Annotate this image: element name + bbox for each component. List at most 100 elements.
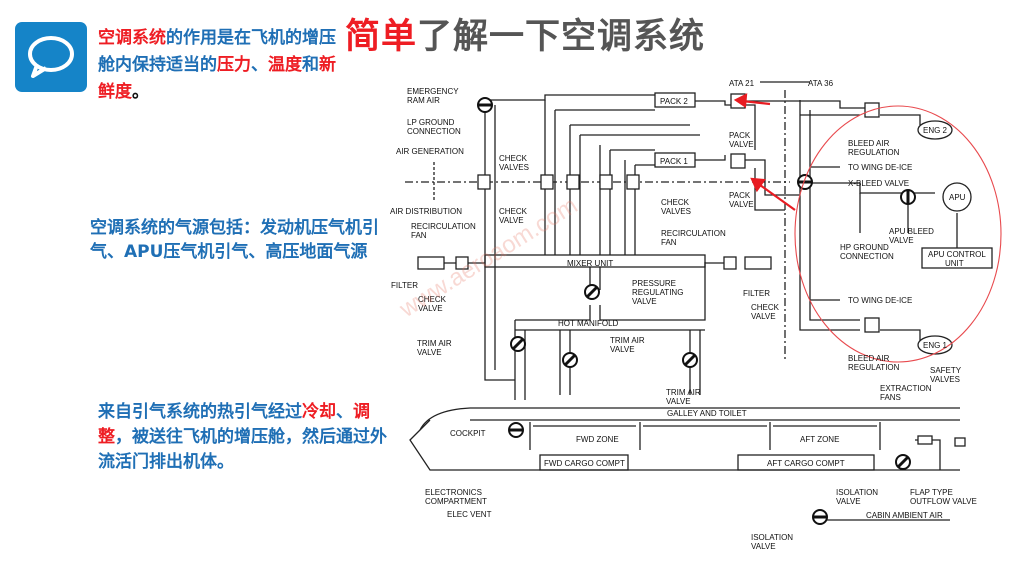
pack-2-box — [654, 92, 696, 108]
label-filter-left: FILTER — [391, 281, 418, 290]
label-ata36: ATA 36 — [808, 79, 834, 88]
label-electronics: ELECTRONICS — [425, 488, 482, 497]
diagram-label-line: VALVES — [661, 207, 691, 216]
diagram-label-line: COMPARTMENT — [425, 497, 487, 506]
diagram-label-line: REGULATING — [632, 288, 683, 297]
label-recirc-fan-right: RECIRCULATION — [661, 229, 726, 238]
diagram-label-line: OUTFLOW VALVE — [910, 497, 977, 506]
label-apu-bleed: APU BLEED — [889, 227, 934, 236]
diagram-label-line: VALVE — [729, 200, 754, 209]
diagram-label-line: FANS — [880, 393, 901, 402]
diagram-label-line: FAN — [411, 231, 427, 240]
label-check-valves-right: CHECK — [661, 198, 690, 207]
label-mixer-unit: MIXER UNIT — [567, 259, 613, 268]
label-hot-manifold: HOT MANIFOLD — [558, 319, 619, 328]
apu-shape — [942, 182, 972, 212]
check-valve-left-box — [455, 256, 469, 270]
label-bleed-reg-bottom: BLEED AIR — [848, 354, 890, 363]
label-check-valve-right: CHECK — [751, 303, 780, 312]
diagram-label-line: VALVE — [729, 140, 754, 149]
check-valve-right-box — [723, 256, 737, 270]
diagram-label-line: RAM AIR — [407, 96, 440, 105]
label-air-generation: AIR GENERATION — [396, 147, 464, 156]
diagram-label-line: VALVE — [751, 542, 776, 551]
diagram-label-line: VALVE — [889, 236, 914, 245]
page-title: 简单了解一下空调系统 — [345, 17, 706, 57]
label-eng2: ENG 2 — [923, 126, 948, 135]
diagram-label-line: VALVES — [499, 163, 529, 172]
label-filter-right: FILTER — [743, 289, 770, 298]
diagram-label-line: FAN — [661, 238, 677, 247]
label-check-valve-left: CHECK — [418, 295, 447, 304]
diagram-label-line: VALVE — [751, 312, 776, 321]
label-wing-deice-top: TO WING DE-ICE — [848, 163, 912, 172]
filter-right-box — [744, 256, 772, 270]
label-ata21: ATA 21 — [729, 79, 755, 88]
schematic-labels: EMERGENCY RAM AIR LP GROUND CONNECTION A… — [390, 79, 986, 551]
label-aft-cargo: AFT CARGO COMPT — [767, 459, 845, 468]
label-pack1: PACK 1 — [660, 157, 688, 166]
label-aft-zone: AFT ZONE — [800, 435, 839, 444]
label-wing-deice-bottom: TO WING DE-ICE — [848, 296, 912, 305]
label-trim-air-left: TRIM AIR — [417, 339, 452, 348]
label-xbleed: X-BLEED VALVE — [848, 179, 909, 188]
diagram-label-line: VALVE — [632, 297, 657, 306]
label-fwd-zone: FWD ZONE — [576, 435, 619, 444]
label-trim-air-mid: TRIM AIR — [610, 336, 645, 345]
label-elec-vent: ELEC VENT — [447, 510, 492, 519]
diagram-label-line: CONNECTION — [840, 252, 894, 261]
label-apu-control: APU CONTROL — [928, 250, 986, 259]
check-valve-2 — [540, 174, 554, 190]
check-valve-1 — [477, 174, 491, 190]
diagram-label-line: UNIT — [945, 259, 964, 268]
pack-1-box — [654, 152, 696, 168]
label-air-distribution: AIR DISTRIBUTION — [390, 207, 462, 216]
label-recirc-fan-left: RECIRCULATION — [411, 222, 476, 231]
diagram-label-line: VALVE — [417, 348, 442, 357]
schematic-lines — [405, 81, 960, 521]
bleed-reg-bottom-box — [864, 317, 880, 333]
diagram-label-line: VALVE — [499, 216, 524, 225]
label-pack2: PACK 2 — [660, 97, 688, 106]
diagram-label-line: CONNECTION — [407, 127, 461, 136]
label-safety-valves: SAFETY — [930, 366, 962, 375]
label-cabin-ambient-air: CABIN AMBIENT AIR — [866, 511, 943, 520]
label-extraction-fans: EXTRACTION — [880, 384, 932, 393]
label-cockpit: COCKPIT — [450, 429, 486, 438]
diagram-label-line: VALVE — [610, 345, 635, 354]
diagram-label-line: VALVE — [418, 304, 443, 313]
air-flow-paragraph: 来自引气系统的热引气经过冷却、调整，被送往飞机的增压舱，然后通过外流活门排出机体… — [98, 402, 387, 472]
label-pack-valve-bottom: PACK — [729, 191, 751, 200]
diagram-label-line: VALVES — [930, 375, 960, 384]
diagram-label-line: VALVE — [666, 397, 691, 406]
pack-valve-bottom-box — [730, 153, 746, 169]
label-apu: APU — [949, 193, 966, 202]
label-prv: PRESSURE — [632, 279, 676, 288]
label-bleed-reg-top: BLEED AIR — [848, 139, 890, 148]
diagram-label-line: REGULATION — [848, 363, 900, 372]
label-galley-toilet: GALLEY AND TOILET — [667, 409, 747, 418]
apu-control-box — [921, 247, 993, 269]
label-hp-ground: HP GROUND — [840, 243, 889, 252]
diagram-label-line: VALVE — [836, 497, 861, 506]
filter-left-box — [417, 256, 445, 270]
check-valve-3 — [566, 174, 580, 190]
label-trim-air-bottom: TRIM AIR — [666, 388, 701, 397]
chat-icon-tile — [15, 22, 87, 92]
schematic-components — [417, 92, 993, 447]
label-lp-ground: LP GROUND — [407, 118, 455, 127]
label-check-valve-mid: CHECK — [499, 207, 528, 216]
label-flap-type: FLAP TYPE — [910, 488, 953, 497]
diagram-label-line: REGULATION — [848, 148, 900, 157]
red-arrows — [733, 93, 796, 211]
label-isolation-valve-bottom: ISOLATION — [751, 533, 793, 542]
chat-bubble-icon — [28, 36, 74, 78]
check-valve-5 — [626, 174, 640, 190]
label-check-valves-top: CHECK — [499, 154, 528, 163]
label-fwd-cargo: FWD CARGO COMPT — [544, 459, 625, 468]
label-pack-valve-top: PACK — [729, 131, 751, 140]
label-eng1: ENG 1 — [923, 341, 948, 350]
label-emergency-ram-air: EMERGENCY — [407, 87, 459, 96]
eng2-shape — [917, 120, 953, 140]
